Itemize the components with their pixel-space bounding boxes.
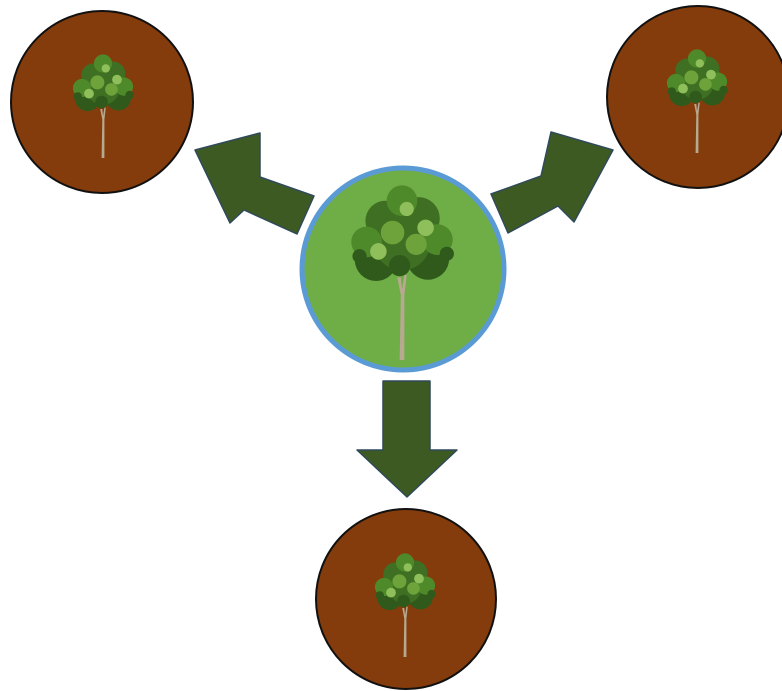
arrow-shape (194, 132, 315, 235)
arrow-up-right (490, 131, 614, 234)
outer-node-top-right (606, 5, 782, 189)
outer-node-bottom (315, 508, 497, 690)
arrow-up-left (194, 132, 315, 235)
arrow-shape (490, 131, 614, 234)
arrow-down (356, 380, 458, 498)
center-node (299, 165, 507, 373)
outer-node-top-left (10, 10, 194, 194)
arrow-shape (356, 380, 458, 498)
